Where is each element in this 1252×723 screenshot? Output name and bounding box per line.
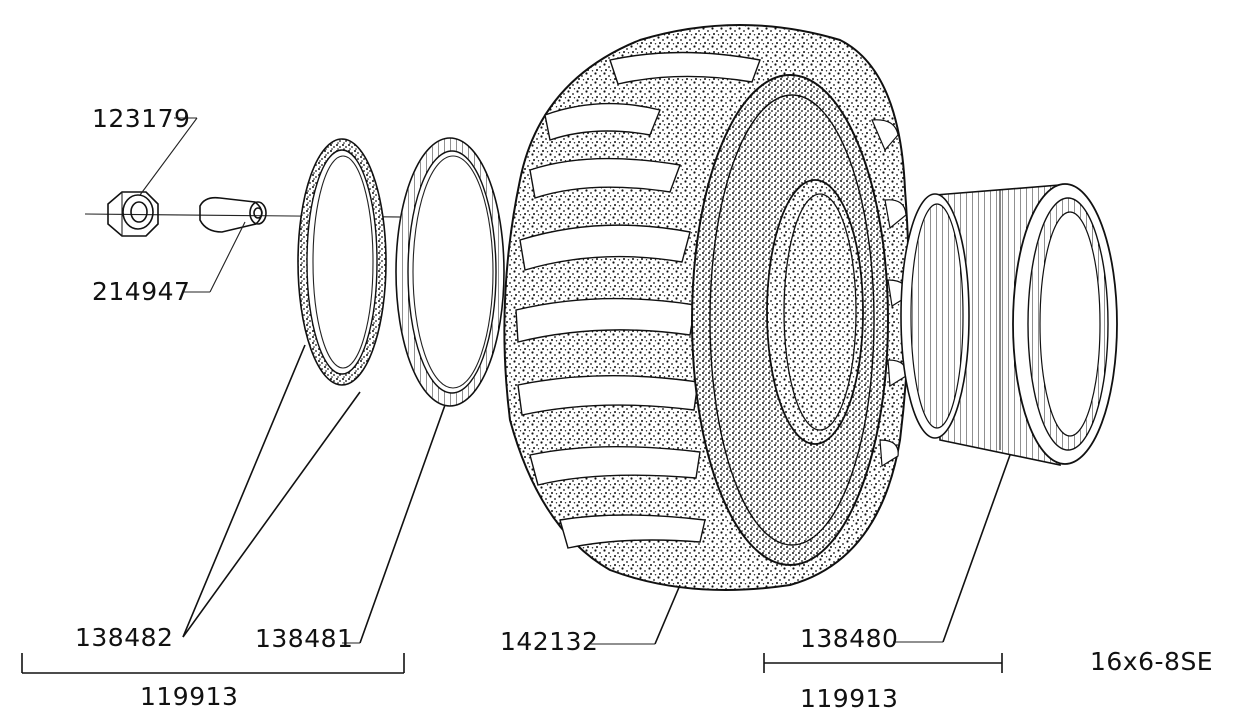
label-nut: 123179 bbox=[92, 104, 190, 133]
leader-tire bbox=[654, 584, 681, 645]
leader-nut bbox=[139, 117, 198, 196]
bushing-part bbox=[199, 196, 267, 233]
tire-part bbox=[503, 24, 910, 591]
label-bushing: 214947 bbox=[92, 277, 190, 306]
leader-ring-outer-b bbox=[182, 391, 361, 638]
lock-ring-part bbox=[395, 137, 505, 407]
assembly-bracket-right bbox=[763, 653, 1003, 673]
nut-part bbox=[107, 191, 159, 237]
label-size: 16x6-8SE bbox=[1090, 647, 1213, 676]
leader-rim bbox=[942, 454, 1011, 643]
assembly-bracket-left bbox=[21, 653, 405, 674]
rim-part bbox=[900, 183, 1118, 466]
label-rim: 138480 bbox=[800, 624, 898, 653]
label-assembly-right: 119913 bbox=[800, 684, 898, 713]
label-assembly-left: 119913 bbox=[140, 682, 238, 711]
leader-ring-outer-a bbox=[182, 344, 306, 638]
leader-ring-inner bbox=[359, 404, 446, 644]
label-ring-outer: 138482 bbox=[75, 623, 173, 652]
leader-bushing bbox=[209, 221, 246, 293]
label-ring-inner: 138481 bbox=[255, 624, 353, 653]
label-tire: 142132 bbox=[500, 627, 598, 656]
flat-ring-part bbox=[297, 138, 387, 386]
